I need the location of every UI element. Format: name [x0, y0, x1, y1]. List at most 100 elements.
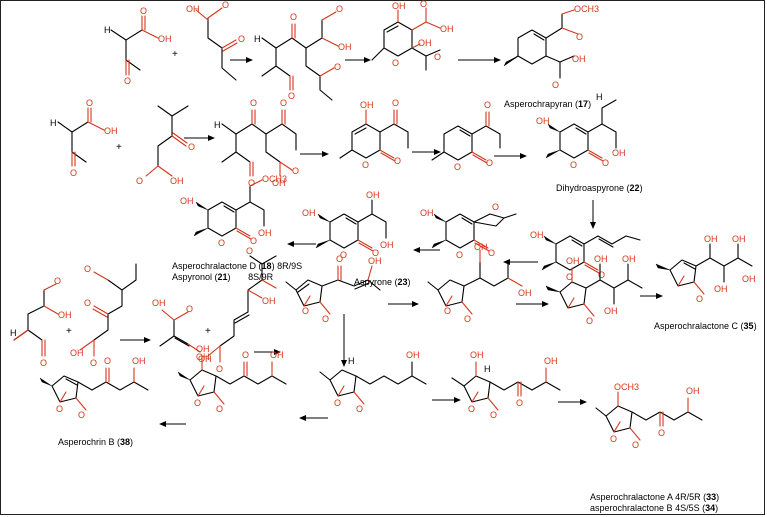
atom-oh: OH: [360, 100, 374, 110]
atom-oh: OH: [604, 306, 618, 316]
atom-o: O: [488, 248, 495, 258]
atom-oh: OH: [198, 354, 212, 364]
label-dihydroaspyrone: Dihydroaspyrone (22): [556, 183, 643, 193]
atom-o: O: [78, 410, 85, 420]
atom-o: O: [216, 364, 223, 374]
atom-oh: OH: [530, 230, 544, 240]
atom-o: O: [56, 404, 63, 414]
atom-o: O: [188, 142, 195, 152]
atom-o: O: [136, 176, 143, 186]
atom-oh: OH: [704, 234, 718, 244]
asperochralactone-a-b-structure: OCH3 O O O OH: [595, 382, 703, 450]
atom-oh: OH: [380, 240, 394, 250]
atom-o: O: [186, 304, 193, 314]
atom-oh: OH: [152, 298, 166, 308]
dihydropyranone-intermediate: O O O: [431, 100, 501, 172]
atom-oh: OH: [272, 178, 286, 188]
label-asperochralactone-b: asperochralactone B 4S/5S (34): [590, 503, 719, 513]
atom-o: O: [486, 158, 493, 168]
atom-o: O: [516, 398, 523, 408]
atom-oh: OH: [158, 34, 172, 44]
atom-oh: OH: [544, 356, 558, 366]
atom-o: O: [104, 356, 111, 366]
atom-o: O: [632, 440, 639, 450]
label-asperochrin-b: Asperochrin B (38): [58, 437, 134, 447]
epoxide-structure: OH O O O: [420, 202, 517, 260]
atom-o: O: [372, 248, 379, 258]
acetoacetic-acid-2: O OH O H: [50, 98, 118, 178]
atom-oh: OH: [270, 350, 284, 360]
atom-o: O: [356, 404, 363, 414]
atom-och3: OCH3: [574, 4, 599, 14]
atom-o: O: [696, 294, 703, 304]
label-asperochralactone-d: Asperochralactone D (18) 8R/9S: [172, 261, 303, 271]
oxopentanoic-acid-1: O OH O: [186, 0, 245, 81]
atom-o: O: [334, 398, 341, 408]
atom-oh: OH: [418, 38, 432, 48]
atom-o: O: [434, 52, 441, 62]
furanone-diol-intermediate: O O OH OH: [427, 242, 532, 324]
plus-sign: +: [205, 326, 211, 337]
atom-o: O: [216, 404, 223, 414]
atom-ome: OCH3: [262, 174, 287, 184]
atom-h: H: [10, 328, 17, 338]
atom-h: H: [348, 356, 355, 366]
atom-o: O: [444, 306, 451, 316]
atom-o: O: [566, 272, 573, 282]
atom-oh: OH: [622, 254, 636, 264]
aspyrone-diol-structure: OH OH OH O O: [302, 190, 394, 260]
atom-o: O: [292, 166, 299, 176]
asperochrapyran-structure: OCH3 O OH O: [503, 4, 599, 90]
atom-oh: OH: [518, 288, 532, 298]
atom-oh: OH: [612, 148, 626, 158]
atom-oh: OH: [594, 254, 608, 264]
atom-oh: OH: [572, 54, 586, 64]
atom-oh: OH: [470, 350, 484, 360]
plus-sign: +: [66, 326, 72, 337]
atom-oh: OH: [366, 190, 380, 200]
atom-oh: OH: [338, 42, 352, 52]
atom-oh: OH: [196, 344, 210, 354]
asperochrin-b-structure: O O O OH: [39, 356, 149, 420]
oxopentanoic-acid-2: O O OH: [136, 105, 195, 186]
atom-o: O: [392, 98, 399, 108]
atom-o: O: [40, 358, 47, 368]
atom-oh: OH: [258, 228, 272, 238]
hydroxy-lactone-ketone: OH O O O OH: [177, 344, 287, 414]
atom-h: H: [214, 120, 221, 130]
atom-o: O: [124, 76, 131, 86]
atom-o: O: [484, 100, 491, 110]
atom-o: O: [246, 246, 253, 256]
atom-o: O: [598, 270, 605, 280]
dihydroaspyrone-structure: OH O O OH H: [536, 92, 626, 170]
label-asperochralactone-a: Asperochralactone A 4R/5R (33): [590, 492, 720, 502]
diketo-intermediate-2: O O O O OH H: [214, 98, 299, 188]
atom-o: O: [70, 168, 77, 178]
atom-o: O: [610, 434, 617, 444]
label-asperochrapyran: Asperochrapyran (17): [504, 99, 592, 109]
atom-oh: OH: [70, 348, 84, 358]
atom-o: O: [242, 350, 249, 360]
atom-o: O: [392, 58, 399, 68]
atom-o: O: [218, 238, 225, 248]
atom-h: H: [484, 364, 491, 374]
atom-h: H: [254, 34, 261, 44]
atom-oh: OH: [732, 234, 746, 244]
atom-oh: OH: [170, 176, 184, 186]
alkene-pyranone-structure: OH O O: [530, 230, 641, 282]
atom-oh: OH: [302, 208, 316, 218]
atom-o: O: [336, 254, 343, 264]
atom-oh: OH: [536, 116, 550, 126]
atom-o: O: [492, 202, 499, 212]
atom-o: O: [362, 160, 369, 170]
pyranone-intermediate: OH O O O: [339, 98, 409, 170]
atom-o: O: [454, 162, 461, 172]
atom-o: O: [288, 91, 295, 101]
atom-o: O: [464, 314, 471, 324]
atom-o: O: [336, 4, 343, 14]
atom-o: O: [222, 0, 229, 10]
atom-o: O: [86, 98, 93, 108]
atom-och3: OCH3: [614, 382, 639, 392]
